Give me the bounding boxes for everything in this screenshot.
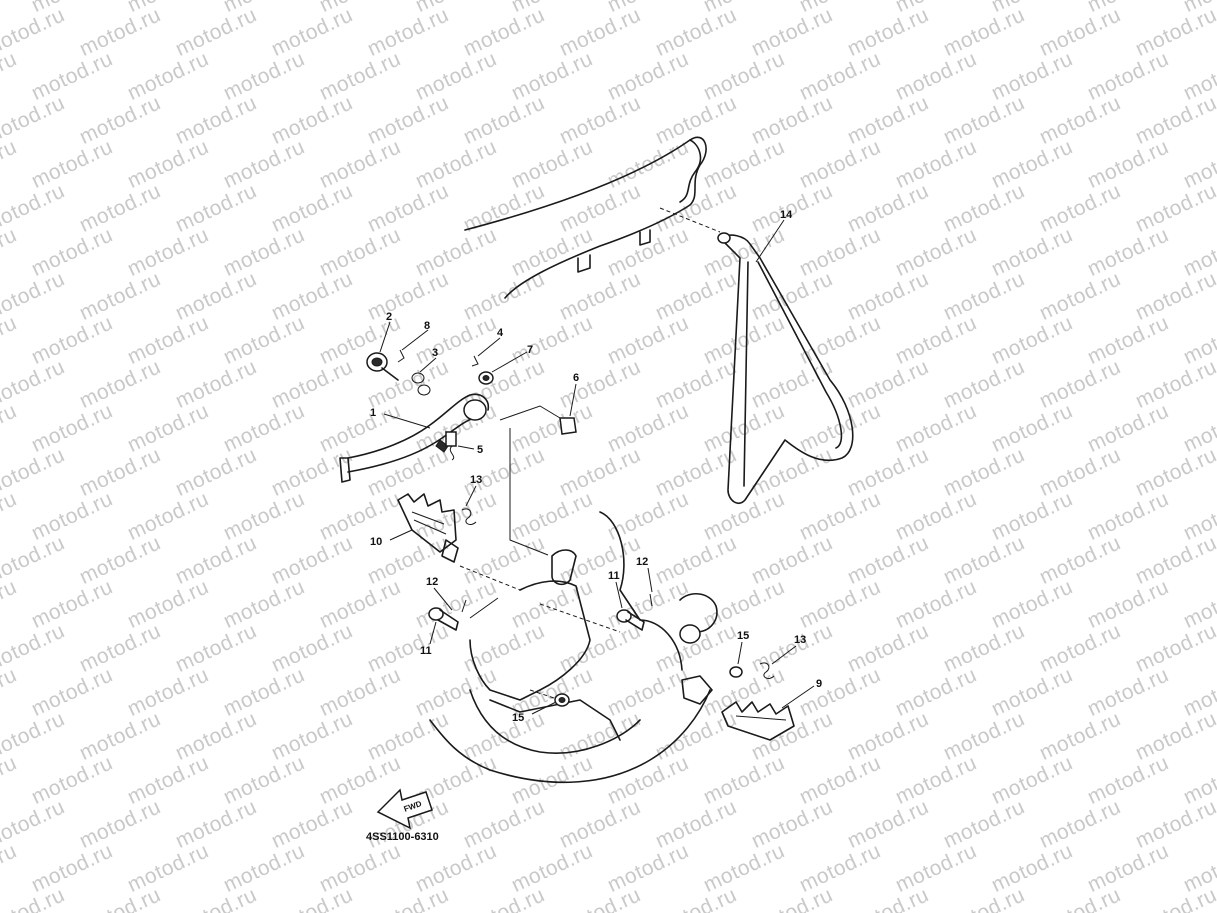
callout-3: 3 (432, 347, 438, 359)
callout-14: 14 (780, 209, 793, 221)
sidestand-part (717, 232, 854, 505)
callout-8: 8 (424, 320, 430, 332)
callout-10: 10 (370, 536, 382, 548)
callout-12b: 12 (636, 556, 648, 568)
frame-rear-outline (464, 136, 721, 299)
callout-4: 4 (497, 327, 504, 339)
callout-13b: 13 (794, 634, 806, 646)
right-footrest-part (554, 662, 795, 741)
callout-7: 7 (527, 344, 533, 356)
brake-rod-part (509, 428, 577, 586)
left-footrest-part (397, 493, 477, 563)
callout-1: 1 (370, 407, 376, 419)
right-footrest-bolt-part (616, 593, 653, 631)
callout-12a: 12 (426, 576, 438, 588)
callout-labels: 1 2 3 4 5 6 7 8 9 10 11 11 12 12 13 13 1… (370, 209, 822, 724)
callout-15b: 15 (737, 630, 749, 642)
callout-13a: 13 (470, 474, 482, 486)
frame-lower-outline (429, 511, 718, 784)
brake-pedal-part (339, 393, 490, 483)
callout-11b: 11 (608, 570, 620, 582)
callout-15a: 15 (512, 712, 524, 724)
callout-2: 2 (386, 311, 392, 323)
leader-lines (379, 219, 815, 715)
left-footrest-bolt-part (428, 565, 521, 631)
callout-6: 6 (573, 372, 579, 384)
fwd-arrow: FWD (376, 788, 433, 830)
diagram-code: 4SS1100-6310 (366, 831, 439, 843)
clevis-pin-part (445, 405, 577, 461)
callout-5: 5 (477, 444, 483, 456)
pivot-bolt-part (366, 349, 431, 396)
washer-part (471, 355, 494, 385)
callout-9: 9 (816, 678, 822, 690)
callout-11a: 11 (420, 645, 432, 657)
